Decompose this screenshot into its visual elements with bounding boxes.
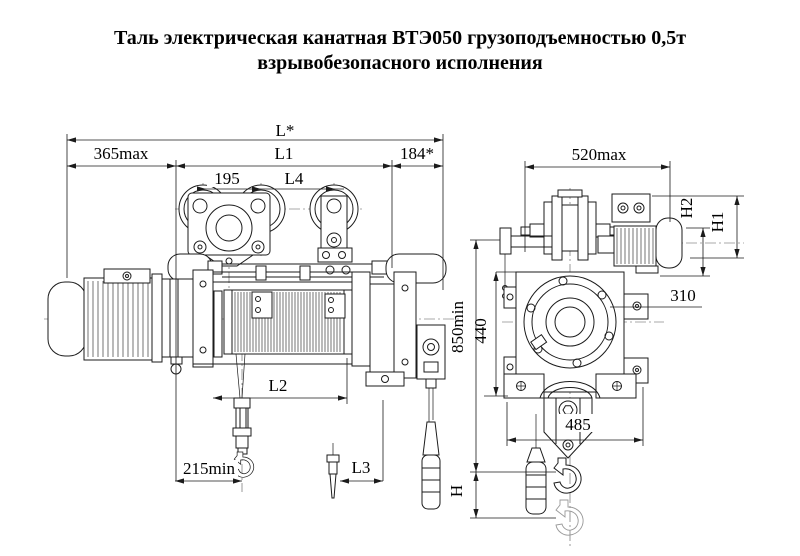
dim-label-184: 184*: [400, 144, 434, 163]
travel-motor: [597, 193, 683, 274]
dim-label-215min: 215min: [183, 459, 235, 478]
hoist-rope: [235, 353, 246, 399]
rope-coils: [234, 292, 341, 352]
gear-housing: [503, 271, 649, 393]
hook-side-lower-phantom: [555, 499, 584, 536]
title-line-2: взрывобезопасного исполнения: [257, 52, 543, 74]
title-line-1: Таль электрическая канатная ВТЭ050 грузо…: [113, 27, 687, 49]
dim-label-h: H: [447, 485, 466, 497]
trolley: [167, 184, 447, 284]
trolley-wheel-side: [520, 189, 620, 261]
limit-stop-weight: [326, 443, 340, 499]
hook-side-upper: [553, 457, 582, 494]
dim-label-440: 440: [471, 318, 490, 344]
dim-label-h2: H2: [677, 198, 696, 219]
dim-label-h1: H1: [708, 212, 727, 233]
bottom-suspension-side: [503, 373, 637, 536]
dim-label-520max: 520max: [572, 145, 627, 164]
drawing-title: Таль электрическая канатная ВТЭ050 грузо…: [0, 26, 800, 76]
hoist-body-drum: [192, 265, 418, 387]
hoist-motor: [47, 268, 194, 375]
control-panel: [416, 324, 446, 422]
dim-label-l4: L4: [285, 169, 304, 188]
travel-motor-fins: [616, 228, 654, 264]
dim-label-l1: L1: [275, 144, 294, 163]
dim-label-l3: L3: [352, 458, 371, 477]
dim-label-l-star: L*: [276, 121, 295, 140]
pendant-cable-front: [428, 388, 434, 422]
pendant-control-front: [421, 421, 441, 510]
motor-fins: [87, 281, 149, 357]
dim-label-365max: 365max: [94, 144, 149, 163]
dim-label-195: 195: [214, 169, 240, 188]
front-view: L* 365max L1 184* 195 L4 L2 215min L3: [44, 121, 460, 510]
side-view: 520max 310 485 H2 H1 850min 440 H: [447, 145, 744, 546]
dim-label-485: 485: [565, 415, 591, 434]
dim-label-310: 310: [670, 286, 696, 305]
dimensions-side: 520max 310 485 H2 H1 850min 440 H: [447, 145, 744, 519]
pendant-control-side: [525, 414, 547, 515]
dim-label-850min: 850min: [448, 301, 467, 353]
dimensions-front: L* 365max L1 184* 195 L4 L2 215min L3: [66, 121, 444, 484]
dim-label-l2: L2: [269, 376, 288, 395]
hook-block-front: [232, 353, 255, 478]
